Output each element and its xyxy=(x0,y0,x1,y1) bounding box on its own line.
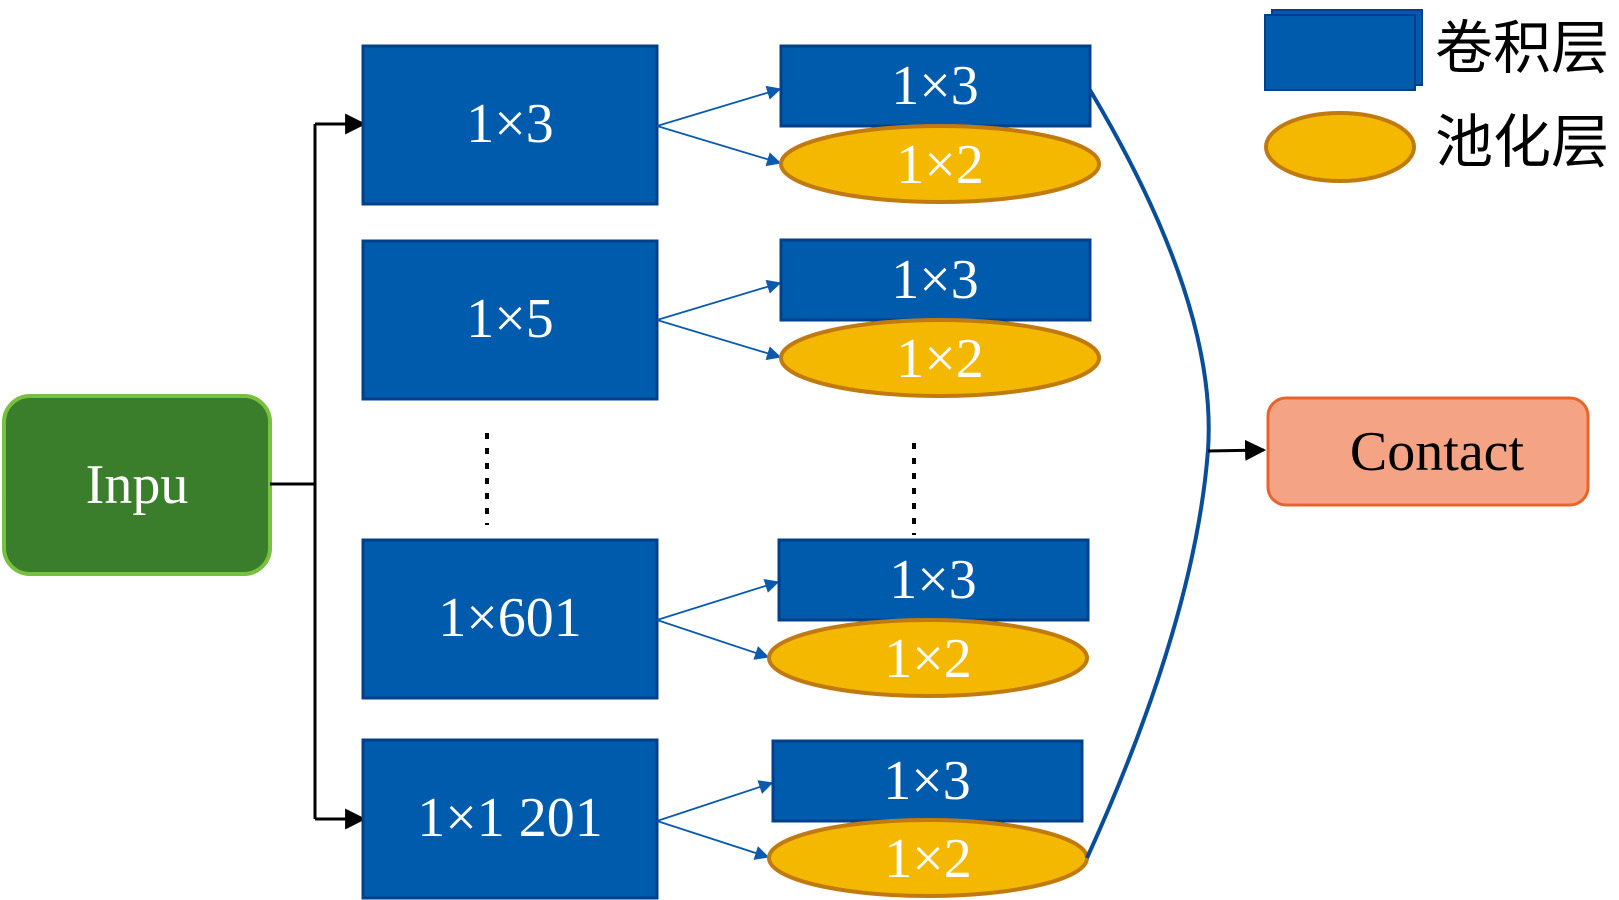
pool-label: 1×2 xyxy=(884,628,972,690)
pool-ellipse xyxy=(779,124,1101,204)
to-conv-arrow xyxy=(656,279,782,321)
to-pool-arrow xyxy=(656,319,782,361)
conv-box xyxy=(779,44,1092,128)
conv-label: 1×3 xyxy=(883,750,971,812)
pool-ellipse xyxy=(779,318,1101,398)
branch-2: 1×5 1×3 1×2 xyxy=(361,238,1101,401)
conv-box xyxy=(779,238,1092,322)
split-connector xyxy=(270,113,367,830)
kernel-box xyxy=(361,538,659,700)
to-conv-arrow xyxy=(656,579,780,621)
pool-label: 1×2 xyxy=(884,828,972,890)
legend-pool-swatch xyxy=(1264,111,1416,183)
legend: 卷积层 池化层 xyxy=(1264,9,1609,183)
branch-1: 1×3 1×3 1×2 xyxy=(361,44,1101,206)
pool-label: 1×2 xyxy=(896,134,984,196)
input-label: Inpu xyxy=(86,454,189,516)
legend-conv-label: 卷积层 xyxy=(1435,16,1609,81)
kernel-label: 1×5 xyxy=(466,288,554,350)
conv-label: 1×3 xyxy=(891,55,979,117)
to-conv-arrow xyxy=(656,85,782,127)
pool-label: 1×2 xyxy=(896,328,984,390)
branch-4: 1×1 201 1×3 1×2 xyxy=(361,738,1089,900)
kernel-box xyxy=(361,44,659,206)
to-pool-arrow xyxy=(656,619,770,660)
to-conv-arrow xyxy=(656,780,774,822)
conv-label: 1×3 xyxy=(891,249,979,311)
kernel-box xyxy=(361,239,659,401)
input-node: Inpu xyxy=(2,394,272,576)
merge-to-output-arrow xyxy=(1207,439,1267,461)
conv-box xyxy=(771,739,1084,823)
output-box xyxy=(1266,396,1590,507)
pool-ellipse xyxy=(767,618,1089,698)
to-pool-arrow xyxy=(656,820,770,860)
to-pool-arrow xyxy=(656,125,782,167)
kernel-box xyxy=(361,738,659,900)
branch-3: 1×601 1×3 1×2 xyxy=(361,538,1090,700)
merge-curve xyxy=(1085,88,1211,859)
conv-label: 1×3 xyxy=(889,549,977,611)
output-node: Contact xyxy=(1266,396,1590,507)
kernel-label: 1×601 xyxy=(438,587,582,649)
kernel-label: 1×3 xyxy=(466,93,554,155)
output-label: Contact xyxy=(1350,421,1525,483)
legend-pool-label: 池化层 xyxy=(1435,110,1609,175)
kernel-label: 1×1 201 xyxy=(417,787,603,849)
legend-conv-swatch xyxy=(1264,14,1416,91)
